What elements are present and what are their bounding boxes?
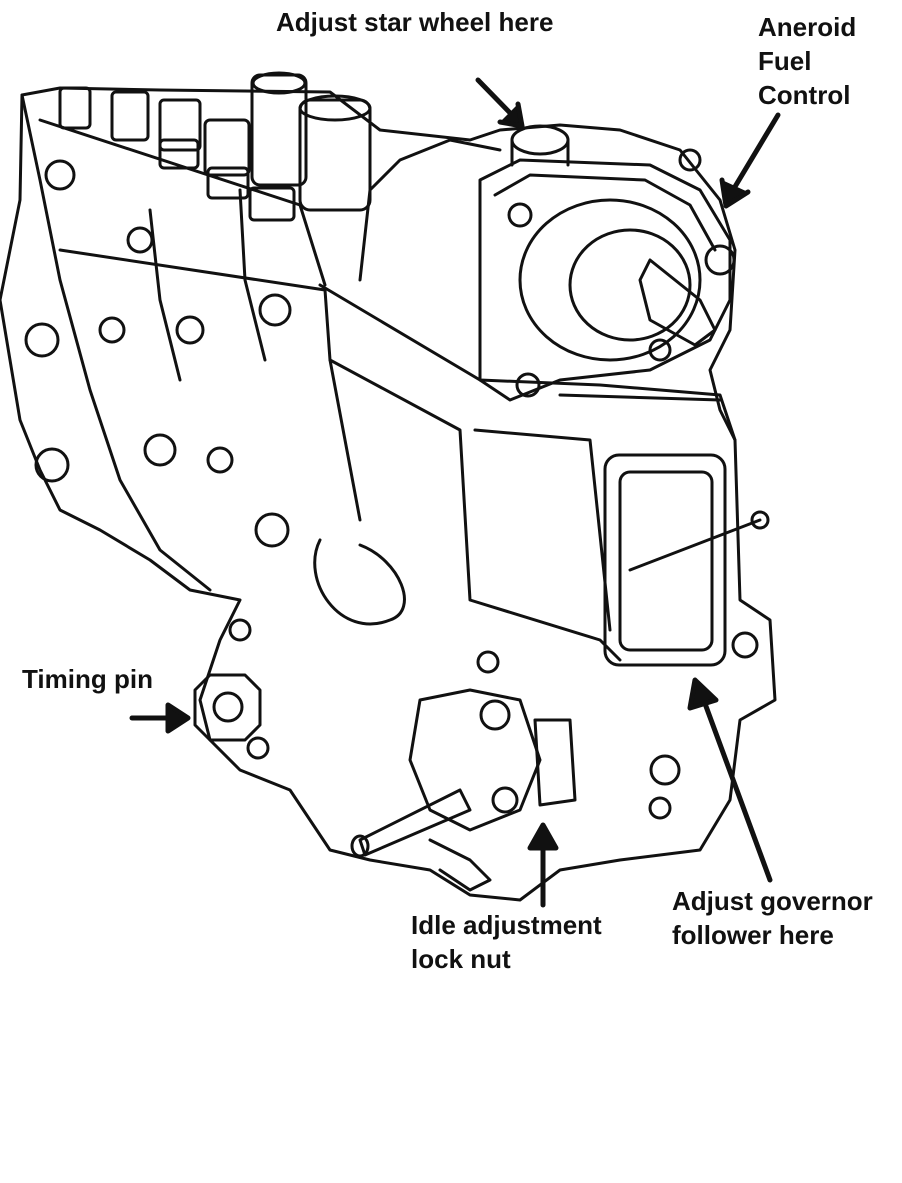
pump-body <box>0 86 777 902</box>
arrow-star-wheel <box>475 77 525 129</box>
arrow-timing-pin <box>129 702 191 734</box>
idle-label: Idle adjustment lock nut <box>411 908 602 976</box>
timing-pin-label: Timing pin <box>22 664 153 694</box>
arrow-idle <box>527 822 559 908</box>
governor-housing <box>318 138 737 667</box>
arrows <box>129 77 781 908</box>
bolt-holes <box>24 159 292 548</box>
delivery-valves <box>58 71 372 222</box>
idle-line-1: Idle adjustment <box>411 910 602 940</box>
governor-label: Adjust governor follower here <box>672 884 873 952</box>
aneroid-line-2: Fuel <box>758 46 812 76</box>
aneroid-line-1: Aneroid <box>758 12 857 42</box>
star-wheel-label: Adjust star wheel here <box>276 7 554 37</box>
throttle-linkage <box>313 510 770 892</box>
governor-line-2: follower here <box>672 920 834 950</box>
aneroid-housing <box>478 124 736 402</box>
aneroid-line-3: Control <box>758 80 851 110</box>
governor-line-1: Adjust governor <box>672 886 873 916</box>
arrow-governor <box>687 677 773 883</box>
arrow-aneroid <box>719 112 781 209</box>
aneroid-label: Aneroid Fuel Control <box>758 10 856 112</box>
timing-pin-assembly <box>193 618 759 820</box>
idle-line-2: lock nut <box>411 944 511 974</box>
